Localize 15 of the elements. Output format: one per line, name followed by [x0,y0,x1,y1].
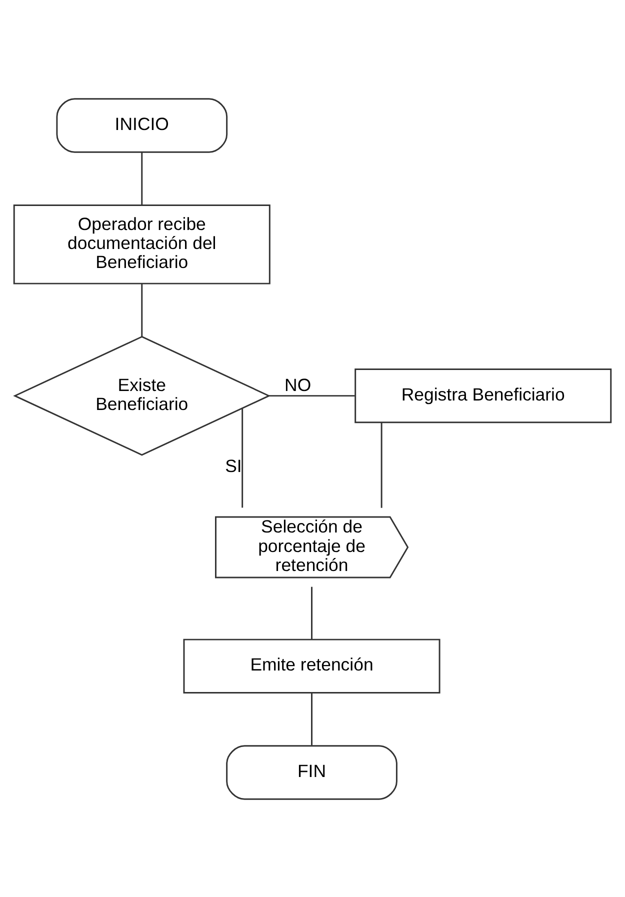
connector [242,408,244,508]
node-box: Operador recibe documentación del Beneficiario [13,204,270,284]
connector [311,586,312,639]
edge-label: NO [284,374,312,394]
node-box: INICIO [56,98,228,152]
connector [380,422,382,508]
node-diamond: Existe Beneficiario [13,335,271,456]
connector [311,692,312,745]
connector [141,152,143,204]
node-box: FIN [226,744,398,800]
node-box: Emite retención [183,638,440,693]
connector [268,394,355,396]
connector [141,283,143,336]
edge-label: SI [225,456,242,476]
node-box: Registra Beneficiario [354,368,612,423]
